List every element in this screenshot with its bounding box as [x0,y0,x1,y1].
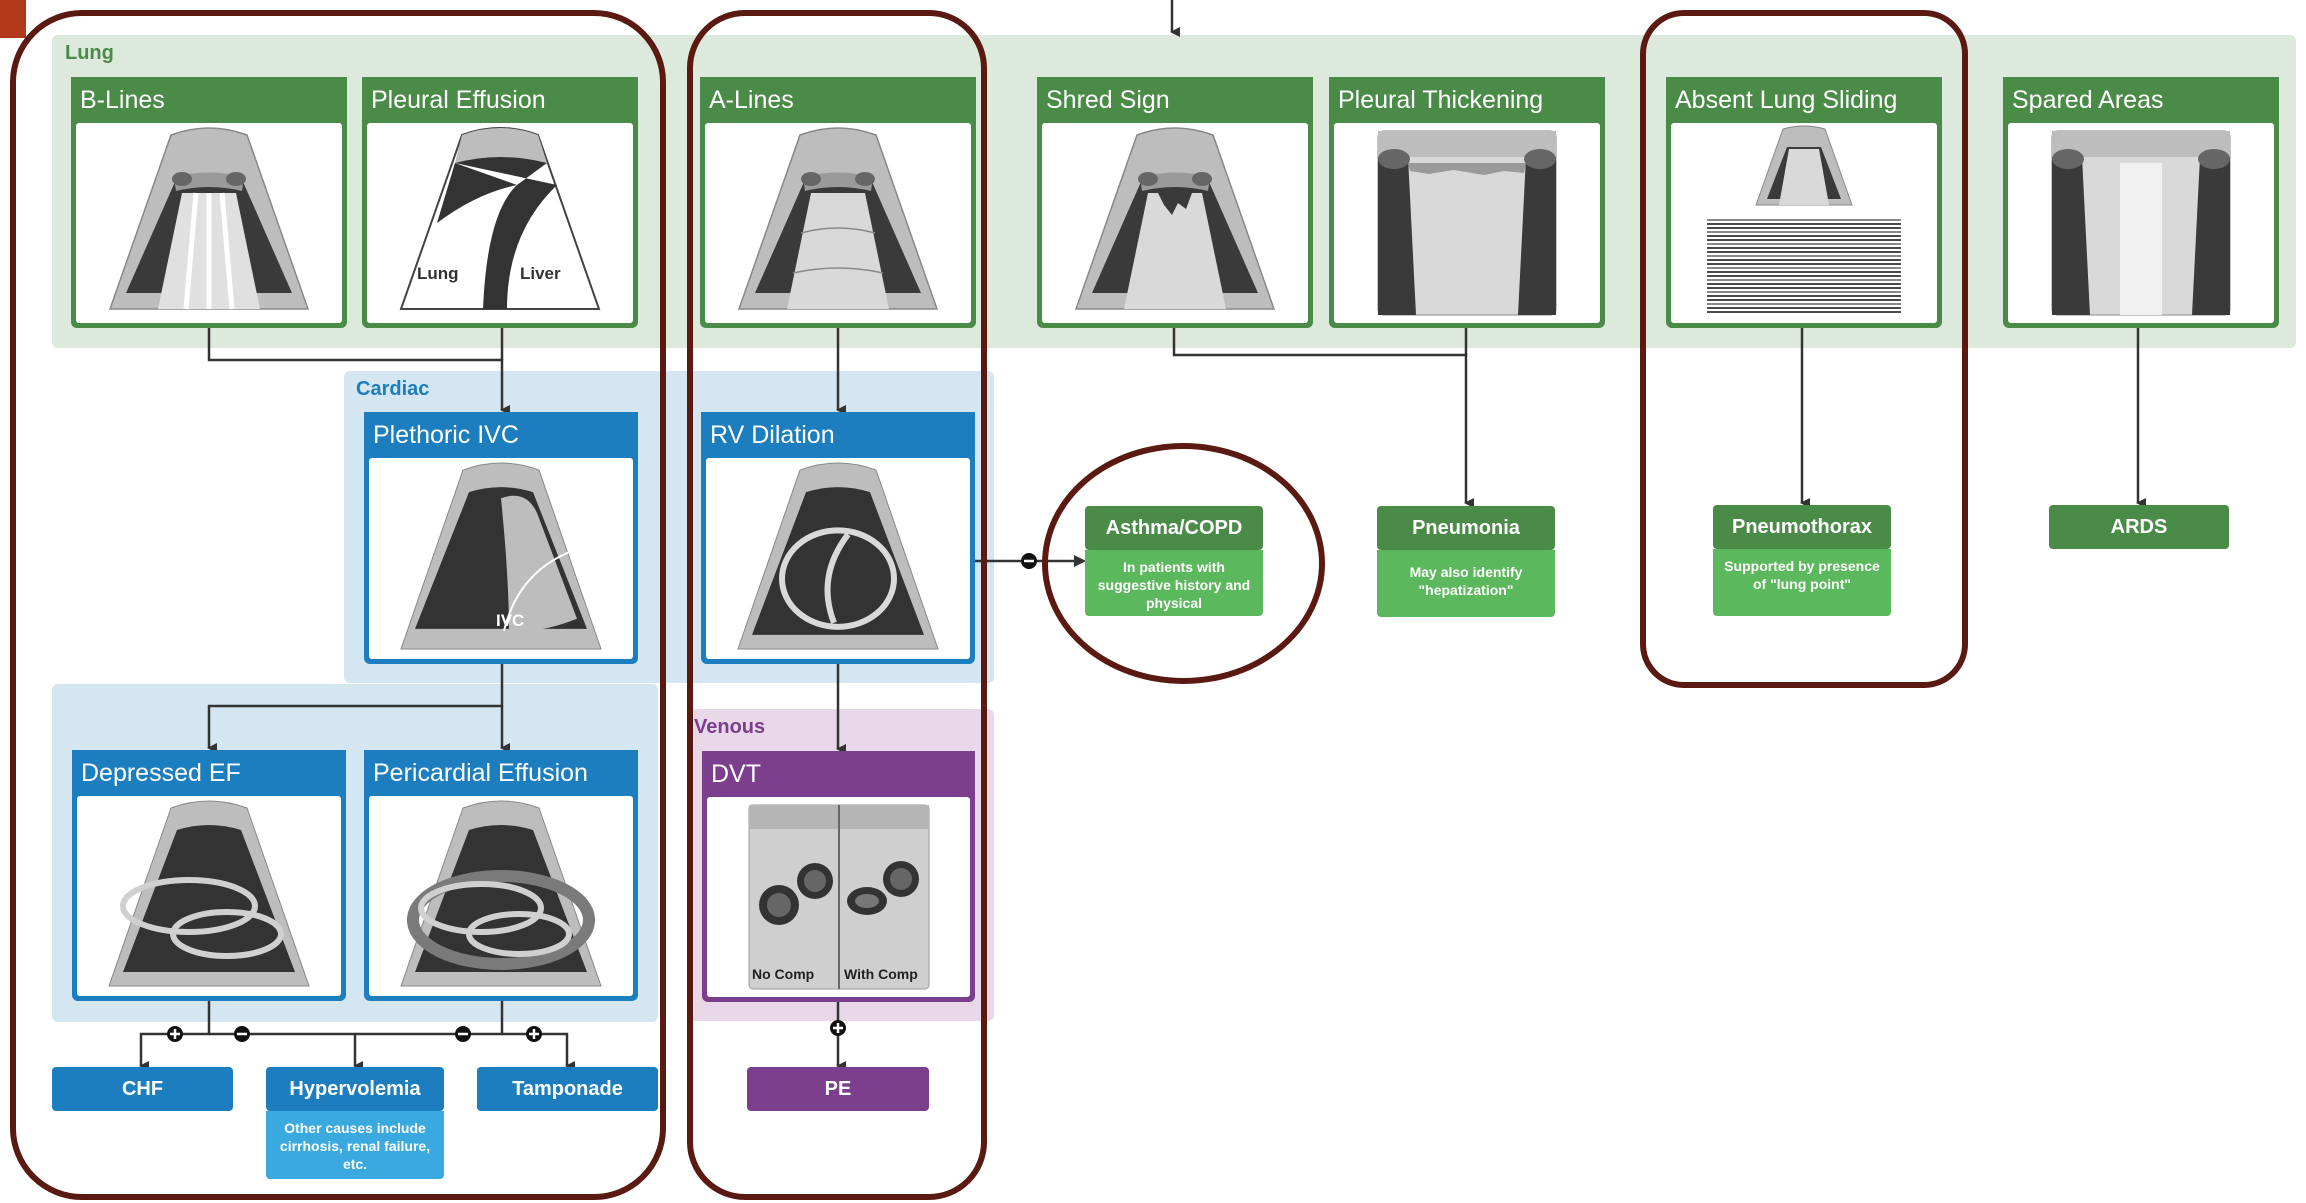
card-pleural-thickening: Pleural Thickening [1329,77,1605,328]
outcome-chf-label: CHF [121,1078,164,1100]
outcome-ards: ARDS [2049,505,2229,549]
highlight-ring-pneumothorax [1640,10,1968,688]
card-b-lines-title: B-Lines [71,77,347,123]
outcome-pneumonia-note: May also identify "hepatization" [1377,550,1555,617]
highlight-ring-asthma [1042,443,1325,684]
label-with-comp: With Comp [844,966,918,982]
spared-areas-image [2008,123,2274,323]
card-dvt-title: DVT [702,751,975,797]
label-lung: Lung [417,264,459,283]
rv-dilation-image [706,458,970,659]
highlight-ring-left [10,10,666,1200]
card-spared-areas-title: Spared Areas [2003,77,2279,123]
outcome-pneumothorax-label: Pneumothorax [1731,516,1873,538]
outcome-pneumonia-label: Pneumonia [1412,517,1520,539]
outcome-pe: PE [747,1067,929,1111]
plethoric-ivc-image [369,458,633,659]
card-spared-areas: Spared Areas [2003,77,2279,328]
card-dvt: DVT No Comp With Comp [702,751,975,1002]
card-pleural-effusion: Pleural Effusion Lung Liver [362,77,638,328]
outcome-ards-label: ARDS [2110,516,2168,538]
card-shred-sign-title: Shred Sign [1037,77,1313,123]
outcome-hypervolemia-note: Other causes include cirrhosis, renal fa… [266,1111,444,1179]
pericardial-effusion-image [369,796,633,996]
card-absent-lung-sliding-title: Absent Lung Sliding [1666,77,1942,123]
card-plethoric-ivc: Plethoric IVC IVC [364,412,638,664]
card-pleural-effusion-title: Pleural Effusion [362,77,638,123]
card-a-lines-title: A-Lines [700,77,976,123]
b-lines-image [76,123,342,323]
absent-lung-sliding-image [1671,123,1937,323]
a-lines-image [705,123,971,323]
card-rv-dilation: RV Dilation [701,412,975,664]
card-a-lines: A-Lines [700,77,976,328]
outcome-hypervolemia: Hypervolemia [266,1067,444,1111]
card-depressed-ef-title: Depressed EF [72,750,346,796]
outcome-tamponade-label: Tamponade [512,1078,623,1100]
highlight-ring-middle [687,10,987,1200]
label-liver: Liver [520,264,561,283]
outcome-pe-label: PE [824,1078,852,1100]
outcome-pneumothorax: Pneumothorax [1713,505,1891,549]
dvt-image [707,797,970,997]
label-no-comp: No Comp [752,966,815,982]
pleural-effusion-image [367,123,633,323]
outcome-pneumonia: Pneumonia [1377,506,1555,550]
card-rv-dilation-title: RV Dilation [701,412,975,458]
label-ivc: IVC [496,611,525,630]
outcome-pneumothorax-note: Supported by presence of "lung point" [1713,549,1891,616]
shred-sign-image [1042,123,1308,323]
card-depressed-ef: Depressed EF [72,750,346,1001]
card-b-lines: B-Lines [71,77,347,328]
card-plethoric-ivc-title: Plethoric IVC [364,412,638,458]
pleural-thickening-image [1334,123,1600,323]
outcome-tamponade: Tamponade [477,1067,658,1111]
card-pleural-thickening-title: Pleural Thickening [1329,77,1605,123]
card-shred-sign: Shred Sign [1037,77,1313,328]
cardiac-region-label: Cardiac [356,378,430,400]
outcome-chf: CHF [52,1067,233,1111]
depressed-ef-image [77,796,341,996]
venous-region-label: Venous [694,716,766,738]
card-pericardial-effusion-title: Pericardial Effusion [364,750,638,796]
card-pericardial-effusion: Pericardial Effusion [364,750,638,1001]
card-absent-lung-sliding: Absent Lung Sliding [1666,77,1942,328]
outcome-hypervolemia-label: Hypervolemia [289,1078,421,1100]
corner-accent [0,0,26,38]
